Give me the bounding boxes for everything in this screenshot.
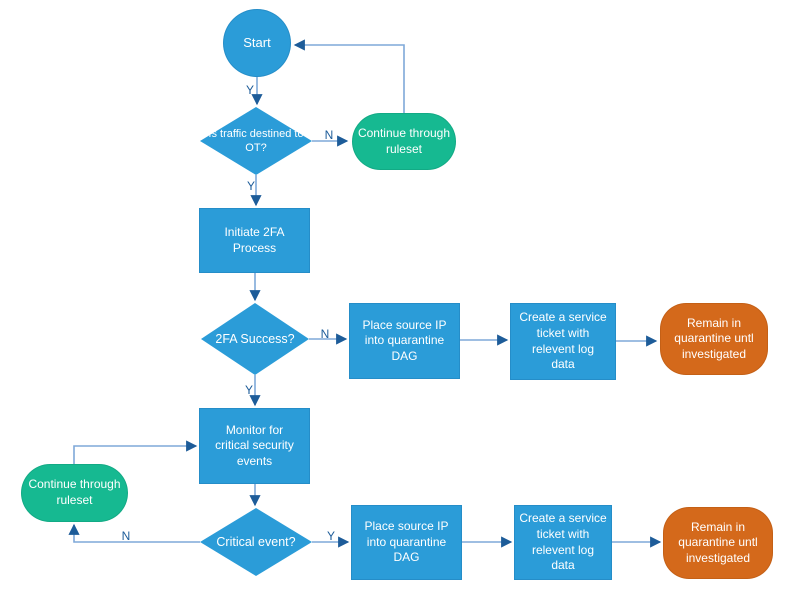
node-start: Start — [223, 9, 291, 77]
node-decision-2fa-success: 2FA Success? — [201, 303, 309, 375]
edge-continue-ruleset-to-start — [293, 39, 405, 113]
edge-continue-ruleset-left-to-monitor-events — [73, 440, 198, 464]
edge-label-traffic-y: Y — [246, 179, 256, 193]
node-decision-critical-event: Critical event? — [200, 508, 312, 576]
node-process-initiate-2fa: Initiate 2FA Process — [199, 208, 310, 273]
edge-critical-no-to-continue-ruleset-left — [68, 523, 200, 543]
node-terminator-continue-ruleset-left: Continue through ruleset — [21, 464, 128, 522]
node-process-monitor-events: Monitor for critical security events — [199, 408, 310, 484]
node-decision-traffic-destined-ot: Is traffic destined to OT? — [200, 107, 312, 175]
edge-label-traffic-n: N — [324, 128, 334, 142]
node-terminator-remain-quarantine-2: Remain in quarantine untl investigated — [663, 507, 773, 579]
edge-label-2fa-y: Y — [244, 383, 254, 397]
edge-label-critical-y: Y — [326, 529, 336, 543]
edge-label-start-y: Y — [245, 83, 255, 97]
node-process-quarantine-dag-1: Place source IP into quarantine DAG — [349, 303, 460, 379]
edge-label-critical-n: N — [121, 529, 131, 543]
node-terminator-continue-ruleset-top: Continue through ruleset — [352, 113, 456, 170]
node-process-quarantine-dag-2: Place source IP into quarantine DAG — [351, 505, 462, 580]
node-process-service-ticket-2: Create a service ticket with relevent lo… — [514, 505, 612, 580]
node-terminator-remain-quarantine-1: Remain in quarantine untl investigated — [660, 303, 768, 375]
node-process-service-ticket-1: Create a service ticket with relevent lo… — [510, 303, 616, 380]
edge-label-2fa-n: N — [320, 327, 330, 341]
